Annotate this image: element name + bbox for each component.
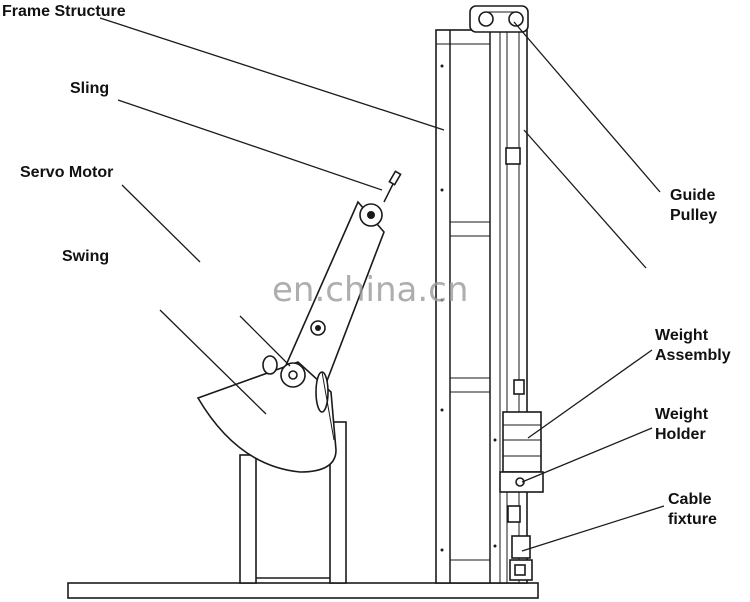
label-guide-pulley-line1: Guide [670,187,716,204]
label-weight-assembly-line1: Weight [655,327,709,344]
label-swing: Swing [62,248,110,265]
label-cable-fixture-line1: Cable [668,491,712,508]
label-sling: Sling [70,80,110,97]
watermark-text: en.china.cn [272,270,469,310]
guide-pulley [469,5,529,33]
label-cable-fixture-line2: fixture [668,511,717,528]
leader-lines [99,17,665,552]
label-servo-motor: Servo Motor [20,164,114,181]
swing-seat [196,355,337,473]
label-weight-holder-line2: Holder [655,426,706,443]
label-weight-assembly-line2: Assembly [655,347,731,364]
cable-fixture [509,535,533,581]
base-plate [67,582,539,599]
label-frame-structure: Frame Structure [2,3,126,20]
weight-holder [499,471,544,493]
label-weight-holder-line1: Weight [655,406,709,423]
label-guide-pulley-line2: Pulley [670,207,718,224]
sling-part [383,170,402,203]
weight-assembly [502,411,542,473]
